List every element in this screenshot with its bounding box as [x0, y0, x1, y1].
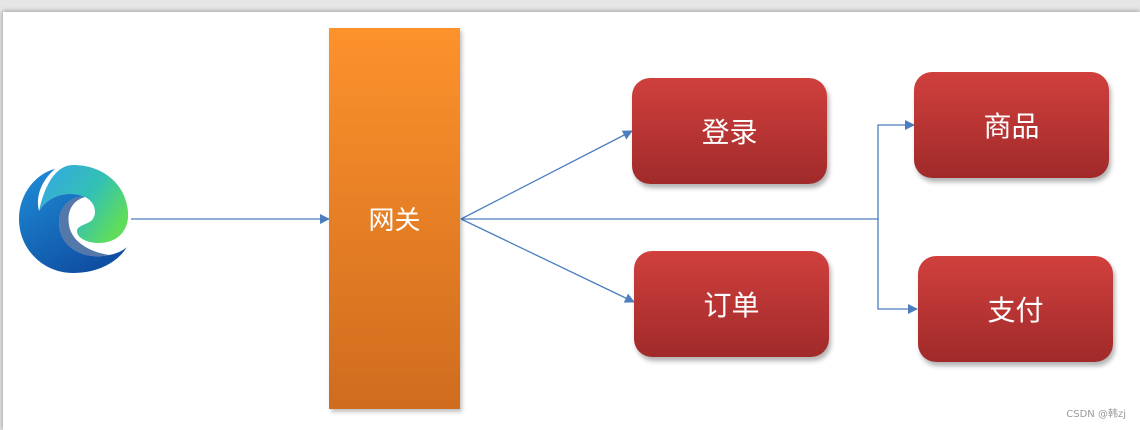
service-payment-box: 支付 — [918, 256, 1113, 362]
service-payment-label: 支付 — [987, 294, 1044, 327]
service-order-box: 订单 — [634, 251, 829, 357]
gateway-label: 网关 — [368, 206, 421, 236]
arrow-gateway-product — [461, 120, 915, 220]
service-product-label: 商品 — [983, 110, 1040, 143]
edge-browser-icon — [15, 163, 131, 275]
service-product-box: 商品 — [914, 72, 1109, 178]
service-order-label: 订单 — [703, 289, 760, 322]
arrow-gateway-payment — [877, 219, 918, 314]
arrow-gateway-order — [460, 218, 635, 303]
gateway-box: 网关 — [329, 28, 460, 409]
arrow-gateway-login — [460, 130, 633, 220]
service-login-box: 登录 — [632, 78, 827, 184]
service-login-label: 登录 — [701, 116, 758, 149]
watermark: CSDN @韩zj — [1066, 409, 1126, 420]
